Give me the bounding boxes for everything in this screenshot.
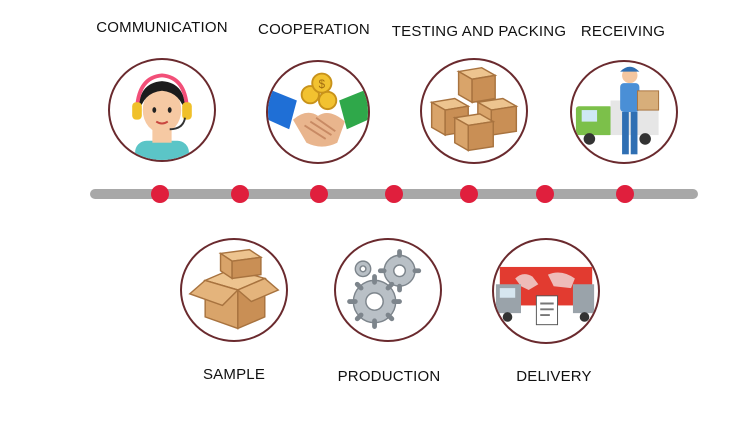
delivery-circle	[492, 238, 600, 344]
label-delivery: DELIVERY	[516, 368, 592, 385]
cooperation-circle: $	[266, 60, 370, 164]
testing-packing-circle	[420, 58, 528, 164]
timeline-dot	[536, 185, 554, 203]
timeline-dot	[385, 185, 403, 203]
label-production: PRODUCTION	[337, 368, 441, 385]
handshake-coins-icon: $	[268, 72, 368, 147]
sample-circle	[180, 238, 288, 342]
timeline-dot	[616, 185, 634, 203]
delivery-trucks-icon	[495, 266, 595, 326]
label-communication: COMMUNICATION	[96, 19, 228, 36]
timeline-dot	[460, 185, 478, 203]
customer-service-headset-icon	[132, 73, 192, 160]
stacked-boxes-icon	[429, 66, 519, 152]
label-receiving: RECEIVING	[580, 23, 666, 40]
label-cooperation: COOPERATION	[258, 21, 370, 38]
timeline-dot	[231, 185, 249, 203]
timeline-dot	[310, 185, 328, 203]
label-sample: SAMPLE	[202, 366, 266, 383]
production-circle	[334, 238, 442, 342]
courier-truck-icon	[575, 66, 660, 155]
communication-circle	[108, 58, 216, 162]
svg-text:$: $	[319, 79, 326, 91]
open-box-icon	[188, 248, 280, 330]
label-testing-and-packing: TESTING AND PACKING	[391, 23, 567, 40]
timeline-dot	[151, 185, 169, 203]
gears-icon	[347, 249, 422, 329]
receiving-circle	[570, 60, 678, 164]
